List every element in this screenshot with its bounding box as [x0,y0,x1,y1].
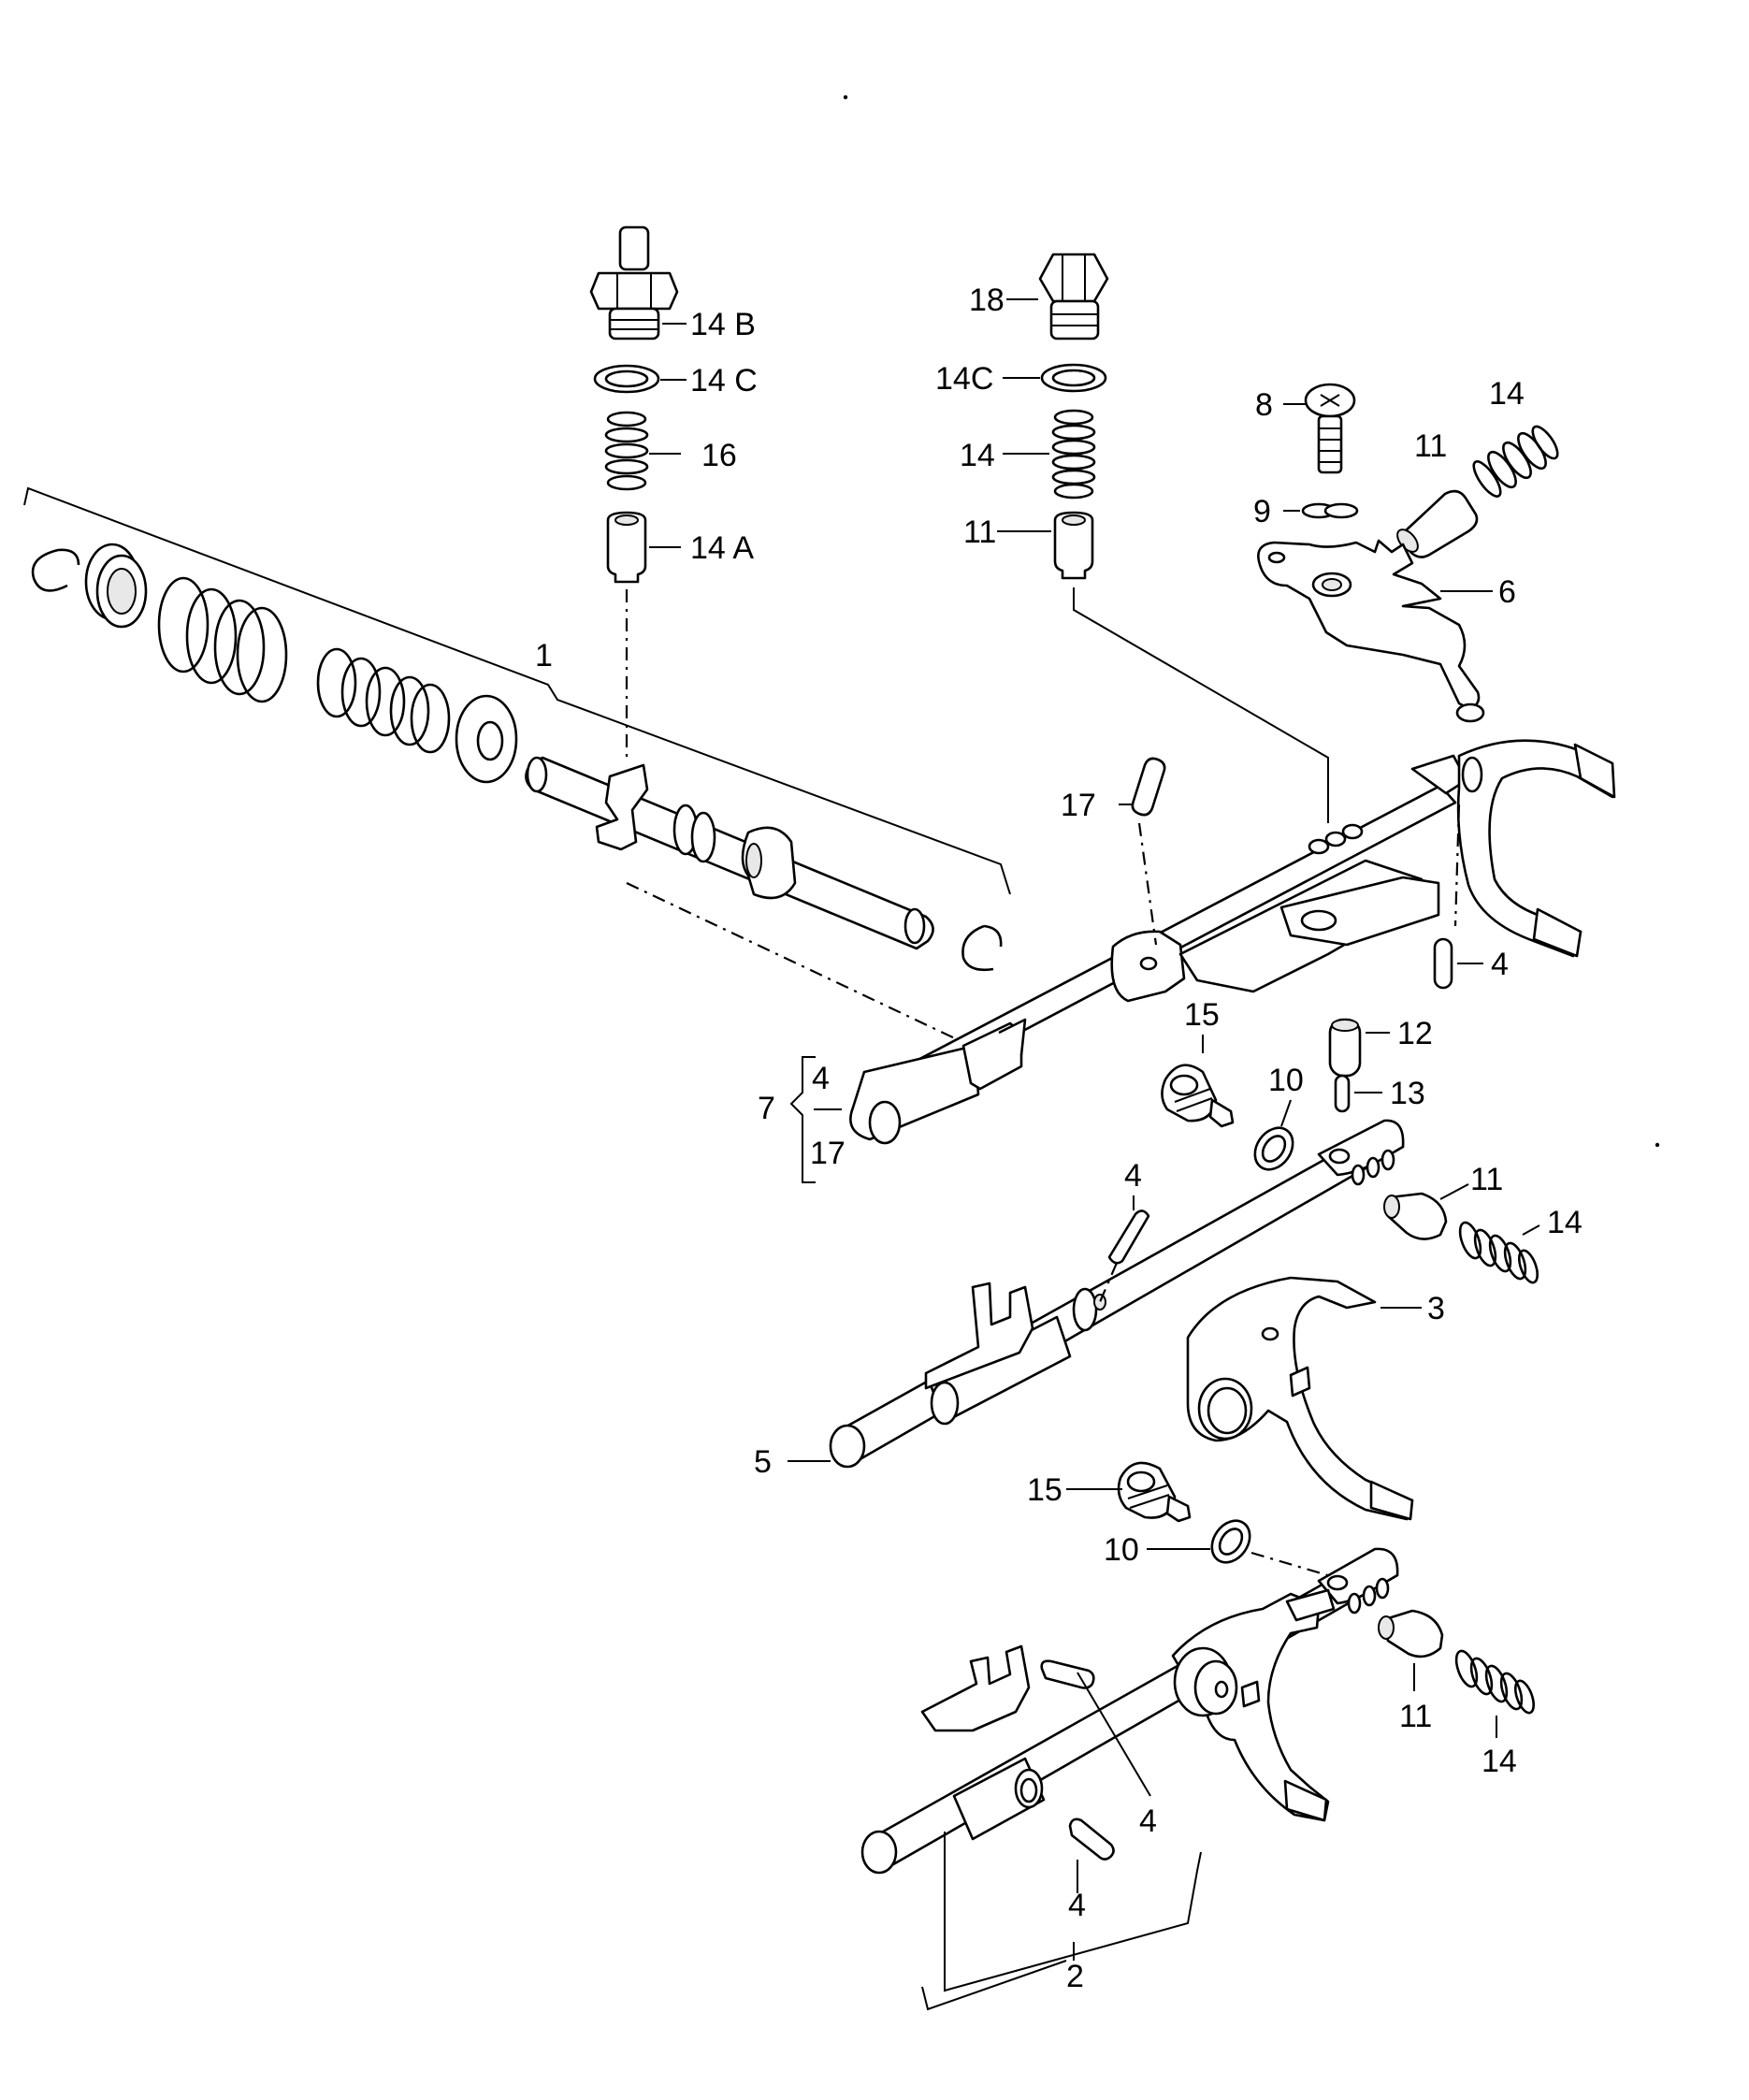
bracket-part-1 [23,486,1011,895]
callout-12: 12 [1397,1016,1433,1051]
callout-4-bottom-b: 4 [1139,1803,1157,1839]
part-16-spring [604,411,649,491]
callout-2: 2 [1066,1959,1084,1994]
pin-4-shaft-2-lower [1068,1818,1115,1861]
pin-17-shaft [1131,757,1166,946]
fork-6 [1410,739,1616,958]
part-12-pin [1328,1018,1362,1078]
part-14c-washer-mid [1040,363,1107,393]
part-14-spring-lower [1458,1221,1539,1284]
part-13-pin [1334,1074,1351,1113]
callout-11-bottom: 11 [1399,1699,1432,1734]
leader-14-lower [1522,1224,1540,1236]
part-11-plunger-lower [1383,1192,1448,1240]
callout-15-upper: 15 [1184,997,1220,1033]
part-14-spring-mid [1051,409,1096,500]
part-11-plunger-bottom [1378,1609,1444,1658]
callout-11-lower: 11 [1470,1162,1503,1197]
callout-17-shaft: 17 [1061,788,1096,823]
shaft-part-1 [525,756,934,950]
callout-10-lower: 10 [1104,1532,1139,1568]
callout-13: 13 [1390,1076,1425,1111]
callout-14-bottom: 14 [1482,1744,1517,1779]
callout-7-sub-4: 4 [812,1061,830,1096]
callout-14c-left: 14 C [690,363,758,398]
pin-4-shaft-5 [1098,1209,1150,1303]
part-15-plug-upper [1161,1064,1235,1128]
pin-4-upper [1433,937,1453,990]
fork-2 [1171,1588,1336,1822]
callout-18: 18 [969,282,1005,318]
part-14a-plunger [606,511,647,584]
leader-4-bottom-b [1077,1672,1151,1797]
part-14c-washer-left [593,364,660,394]
part-11-plunger-right [1396,489,1479,558]
axis-line-10-lower [1250,1551,1348,1583]
part-14b-plug [589,225,679,340]
axis-line-fork-6 [1453,804,1461,927]
callout-14c-mid: 14C [935,361,993,397]
part-14-spring-right [1472,425,1559,498]
callout-14-mid: 14 [960,438,995,473]
bracket-2 [944,1832,1202,1992]
callout-8: 8 [1255,387,1273,423]
callout-4-bottom-a: 4 [1068,1888,1086,1923]
callout-14a: 14 A [690,530,754,566]
callout-16: 16 [701,438,737,473]
callout-10-upper: 10 [1268,1063,1304,1098]
callout-11-mid: 11 [963,514,996,550]
bracket-2-hook [921,1960,1067,2011]
part-8-screw [1304,383,1356,474]
callout-14-right: 14 [1489,376,1525,412]
part-11-plunger-mid [1053,511,1094,580]
spring-inner [316,647,451,754]
leader-11-lower [1439,1183,1469,1200]
pin-4-shaft-2-upper [1040,1659,1095,1689]
leader-10-upper [1280,1099,1292,1127]
shaft-5 [829,1119,1405,1469]
leader-11-mid [1073,587,1329,823]
stray-dot [843,94,848,100]
callout-3: 3 [1427,1291,1445,1326]
part-10-oring-upper [1253,1126,1294,1171]
callout-7: 7 [758,1091,775,1126]
callout-6: 6 [1498,574,1516,610]
callout-4-pin: 4 [1124,1158,1142,1194]
callout-4-upper: 4 [1491,947,1509,982]
part-10-oring-lower [1210,1519,1251,1564]
callout-14b: 14 B [690,307,756,342]
bracket-7 [789,1056,816,1183]
spring-outer [157,576,288,703]
stray-dot [1655,1142,1660,1148]
circlip-right [961,924,1003,972]
callout-5: 5 [754,1444,772,1480]
axis-line-group-1 [626,882,976,1049]
callout-14-lower: 14 [1547,1205,1583,1240]
part-18-plug [1038,253,1109,340]
part-9-washer [1301,502,1359,519]
callout-11-right: 11 [1414,428,1447,464]
part-15-plug-lower [1117,1461,1192,1523]
part-14-spring-bottom [1454,1649,1536,1715]
fork-3 [1186,1276,1414,1521]
callout-15-lower: 15 [1027,1472,1062,1508]
shaft-7 [849,784,1457,1145]
bushing-left [84,543,148,629]
washer-left [455,694,518,784]
part-6-interlock-plate [1257,539,1485,723]
callout-7-sub-17: 17 [810,1136,846,1171]
callout-9: 9 [1253,494,1271,529]
callout-1: 1 [535,638,553,673]
circlip-left [31,548,80,592]
